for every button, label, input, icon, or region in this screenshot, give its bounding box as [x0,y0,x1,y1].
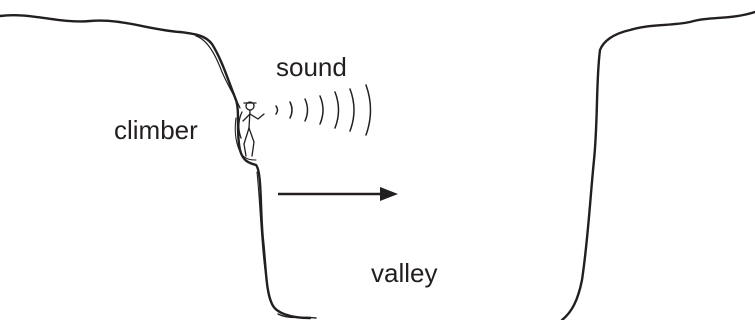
valley-label: valley [371,258,438,288]
climber-figure-icon [238,101,265,157]
valley-floor-left [277,313,317,319]
right-cliff-outline [560,10,755,320]
climber-label: climber [114,115,198,145]
left-cliff-inner-edge [195,35,241,109]
sound-label: sound [276,52,347,82]
left-cliff-face-detail [256,171,277,311]
sound-waves-icon [275,84,372,136]
left-cliff-outline [0,14,312,320]
arrow-right-icon [278,187,398,201]
left-cliff-ledge-detail [234,117,257,161]
